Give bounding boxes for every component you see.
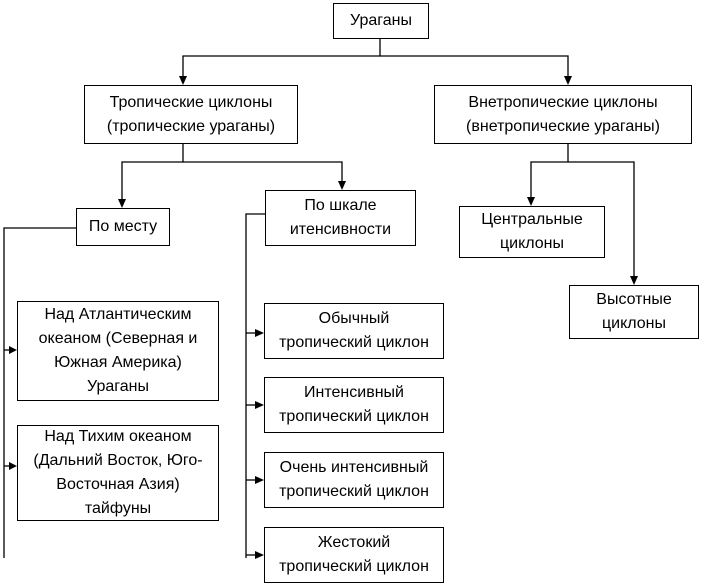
node-by-place: По месту bbox=[76, 208, 170, 246]
node-tropical-cyclones: Тропические циклоны (тропические ураганы… bbox=[84, 85, 298, 144]
node-over-atlantic: Над Атлантическим океаном (Северная и Юж… bbox=[17, 301, 219, 401]
node-severe-tropical-cyclone: Жестокий тропический циклон bbox=[264, 527, 444, 583]
node-very-intense-tropical-cyclone: Очень интенсивный тропический циклон bbox=[264, 452, 444, 508]
node-high-altitude-cyclones: Высотные циклоны bbox=[569, 285, 699, 339]
node-ordinary-tropical-cyclone: Обычный тропический циклон bbox=[264, 303, 444, 359]
node-by-intensity-scale: По шкале итенсивности bbox=[265, 190, 416, 246]
node-central-cyclones: Центральные циклоны bbox=[459, 206, 605, 258]
node-hurricanes: Ураганы bbox=[333, 3, 429, 39]
node-intense-tropical-cyclone: Интенсивный тропический циклон bbox=[264, 377, 444, 433]
node-over-pacific: Над Тихим океаном (Дальний Восток, Юго- … bbox=[17, 425, 219, 521]
node-extratropical-cyclones: Внетропические циклоны (внетропические у… bbox=[434, 85, 692, 144]
